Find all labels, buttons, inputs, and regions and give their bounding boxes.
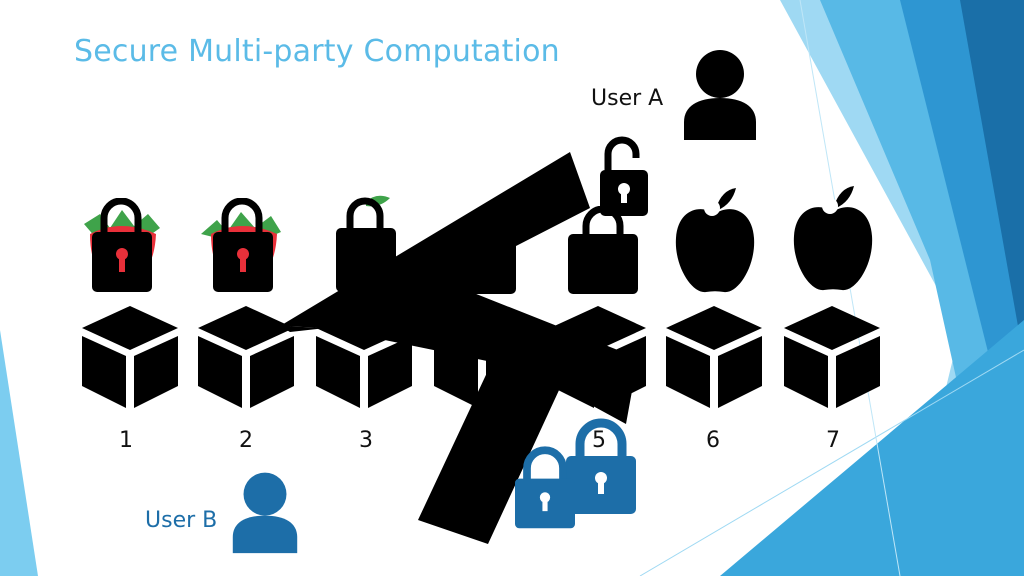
box-icon-7: [784, 306, 880, 408]
lock-icon-5: [568, 206, 638, 294]
unlocked-padlock-icon: [600, 136, 648, 216]
box-icon-1: [82, 306, 178, 408]
user-b-icon: [232, 472, 298, 554]
box-number-1: 1: [119, 428, 133, 453]
blue-padlock-icon-back: [566, 418, 636, 514]
user-a-label: User A: [591, 86, 664, 111]
blue-padlock-icon-front: [515, 446, 575, 529]
box-icon-6: [666, 306, 762, 408]
box-number-7: 7: [826, 428, 840, 453]
apple-icon-7: [793, 186, 873, 291]
apple-icon-6: [675, 188, 755, 293]
locked-strawberry-icon-1: [84, 198, 160, 292]
box-number-5: 5: [592, 428, 606, 453]
user-b-label: User B: [145, 508, 218, 533]
box-number-6: 6: [706, 428, 720, 453]
box-number-2: 2: [239, 428, 253, 453]
user-a-icon: [684, 50, 756, 140]
transfer-arrow-shape: [280, 152, 638, 544]
box-icon-2: [198, 306, 294, 408]
locked-strawberry-icon-2: [201, 198, 281, 292]
box-number-3: 3: [359, 428, 373, 453]
slide-title: Secure Multi-party Computation: [74, 34, 560, 69]
